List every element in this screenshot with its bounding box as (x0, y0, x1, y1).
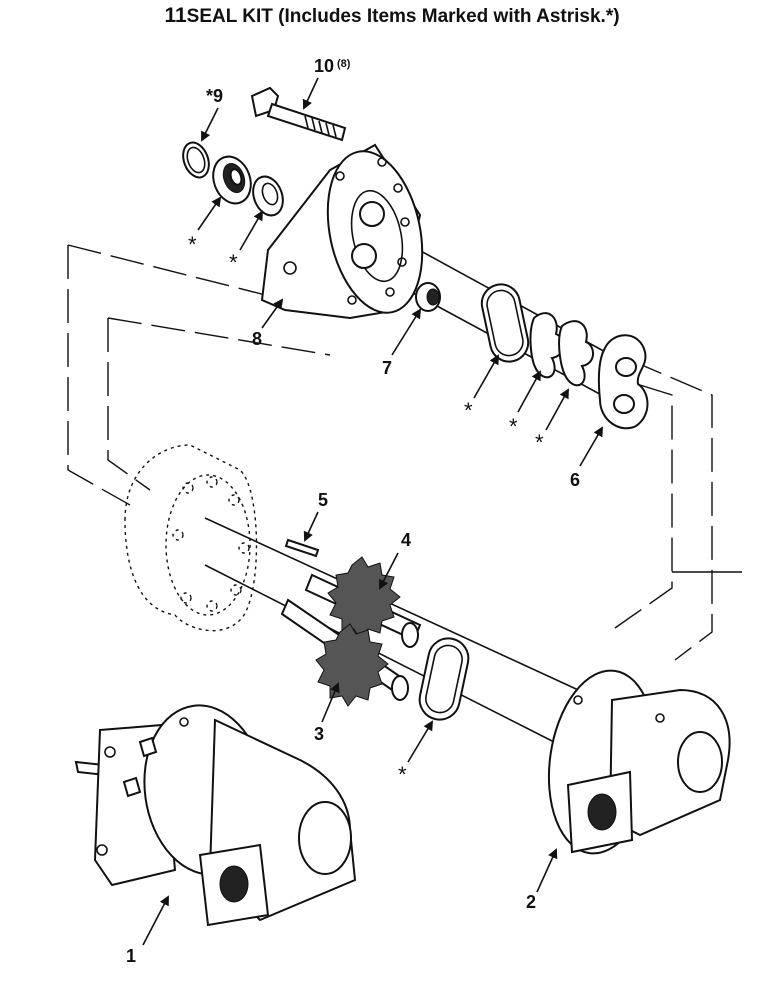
lower-o-ring (418, 637, 470, 721)
retaining-ring-part-9 (182, 141, 210, 179)
callout-9: *9 (206, 86, 223, 106)
phantom-pump-body (124, 444, 258, 632)
seal-kit-title-text: SEAL KIT (Includes Items Marked with Ast… (186, 6, 620, 27)
callout-10-quantity: (8) (337, 58, 351, 70)
asterisk-gasket-2: * (535, 430, 544, 455)
asterisk-gasket-1: * (509, 414, 518, 439)
callout-1: 1 (126, 946, 136, 966)
callout-2: 2 (526, 892, 536, 912)
bolt-part-10 (250, 86, 347, 142)
seal-kit-title: 11SEAL KIT (Includes Items Marked with A… (0, 4, 784, 28)
seal-kit-item-number: 11 (164, 4, 187, 27)
asterisk-seal: * (188, 232, 197, 257)
end-housing-part-2 (547, 669, 731, 855)
upper-o-ring (480, 283, 530, 363)
bearing-plate-part-6 (597, 334, 649, 430)
callout-7: 7 (382, 358, 392, 378)
callout-4: 4 (401, 530, 411, 550)
callout-3: 3 (314, 724, 324, 744)
callout-10: 10 (314, 56, 334, 76)
washer (252, 175, 284, 217)
asterisk-washer: * (229, 250, 238, 275)
callout-6: 6 (570, 470, 580, 490)
callout-8: 8 (252, 329, 262, 349)
key-part-5 (284, 538, 320, 558)
gaskets (529, 312, 594, 387)
callout-5: 5 (318, 490, 328, 510)
cover-part-8 (260, 143, 424, 320)
drive-gear-part-4 (304, 556, 422, 648)
leader-arrows (142, 77, 604, 946)
plug-part-7 (415, 282, 441, 312)
shaft-seal (212, 155, 252, 205)
asterisk-lower-o-ring: * (398, 762, 407, 787)
asterisk-upper-o-ring: * (464, 398, 473, 423)
complete-pump-part-1 (74, 704, 357, 927)
